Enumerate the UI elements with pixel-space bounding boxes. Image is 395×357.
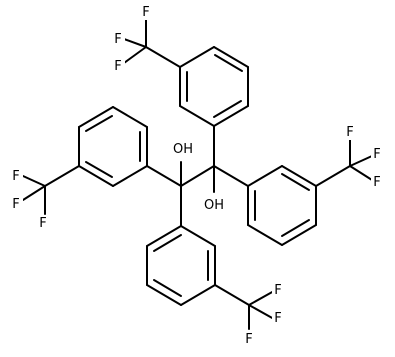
bond: [214, 54, 243, 72]
bond: [213, 165, 249, 187]
bond: [146, 225, 182, 247]
bond: [22, 185, 46, 201]
bond: [281, 165, 317, 187]
bond: [213, 105, 249, 127]
fluorine-label: F: [373, 147, 380, 162]
hydroxyl-label: OH: [173, 142, 193, 157]
fluorine-label: F: [346, 125, 353, 140]
fluorine-label: F: [274, 311, 281, 326]
bond: [22, 175, 46, 187]
cf3-group-a: [123, 17, 181, 68]
central-core: [146, 125, 249, 227]
bond: [281, 173, 310, 191]
bond: [78, 106, 114, 128]
atom-labels: F F F F F F F F F F F F OH OH: [10, 4, 384, 347]
ring-c: [78, 106, 148, 187]
bond: [153, 279, 182, 297]
bond: [213, 100, 242, 118]
fluorine-label: F: [274, 283, 281, 298]
bond: [153, 234, 182, 252]
bond: [123, 46, 147, 64]
bond: [180, 284, 216, 306]
bond: [85, 115, 113, 132]
cf3-group-b: [315, 137, 373, 187]
bond: [44, 165, 80, 187]
bond: [85, 161, 113, 178]
bond: [248, 290, 275, 306]
cf3-group-c: [22, 165, 80, 215]
bond: [281, 224, 317, 246]
fluorine-label: F: [12, 169, 19, 184]
ring-d: [146, 225, 216, 306]
ring-b: [247, 165, 317, 246]
fluorine-label: F: [245, 332, 252, 347]
fluorine-label: F: [114, 32, 121, 47]
fluorine-label: F: [114, 59, 121, 74]
bond: [247, 224, 283, 246]
bond: [112, 165, 148, 187]
bond: [349, 165, 373, 181]
bond: [349, 155, 373, 167]
ring-a: [179, 46, 249, 127]
bond: [146, 165, 182, 187]
bond: [179, 46, 215, 68]
bond: [145, 46, 181, 68]
cf3-group-d: [214, 284, 275, 330]
bond: [123, 38, 147, 48]
bond: [315, 165, 351, 187]
bond: [281, 219, 310, 237]
bond: [213, 46, 249, 68]
bond: [180, 225, 216, 247]
bond: [179, 105, 215, 127]
fluorine-label: F: [142, 5, 149, 20]
bond: [248, 304, 275, 320]
fluorine-label: F: [12, 197, 19, 212]
bond: [214, 284, 250, 306]
bond: [78, 165, 114, 187]
hydroxyl-label: OH: [204, 198, 224, 213]
bond: [180, 165, 215, 187]
bond: [146, 284, 182, 306]
bond: [247, 165, 283, 187]
bond: [112, 106, 148, 128]
fluorine-label: F: [39, 216, 46, 231]
fluorine-label: F: [373, 175, 380, 190]
